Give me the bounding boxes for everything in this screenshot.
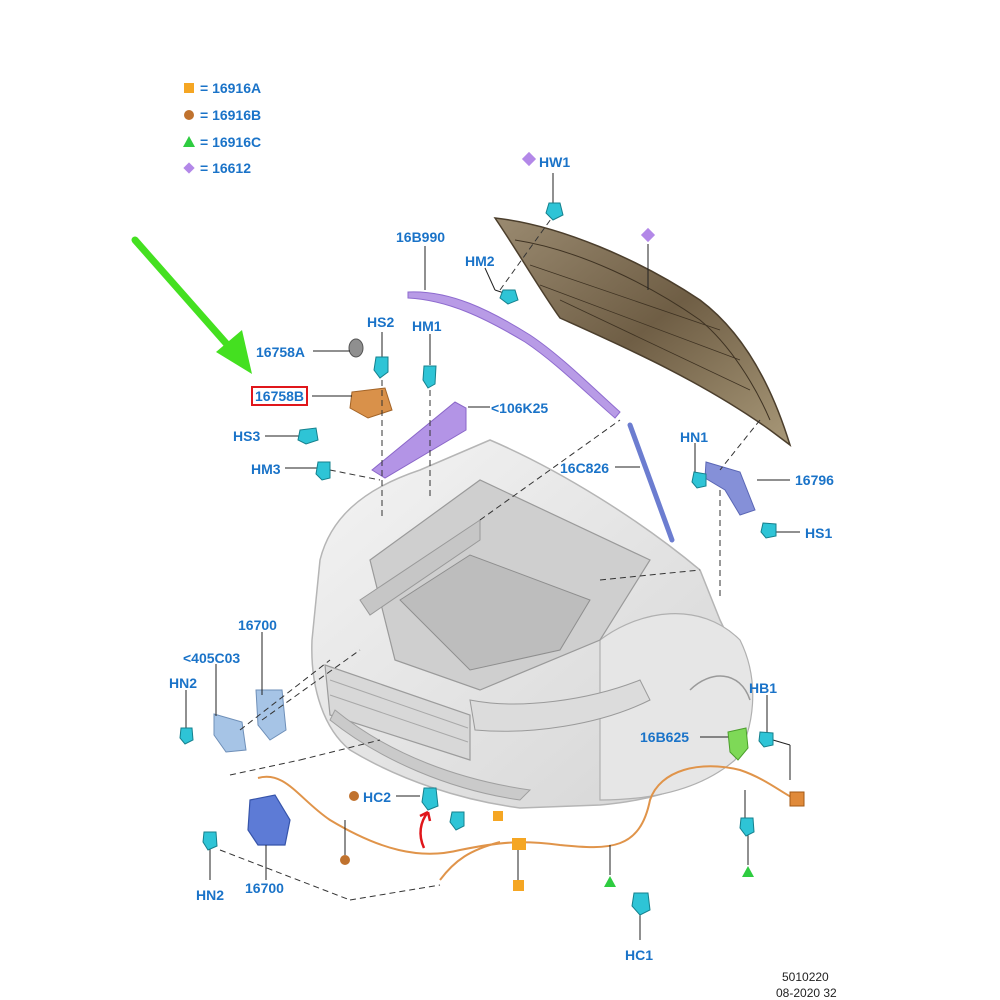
fastener-hn2-bottom [202, 831, 218, 851]
legend-item-16916c: = 16916C [182, 134, 261, 150]
marker-square-connector [512, 838, 526, 850]
legend-item-16916b: = 16916B [182, 107, 261, 123]
fastener-hw1 [545, 202, 564, 221]
callout-hn2-top: HN2 [169, 675, 198, 691]
legend-label: = 16612 [200, 160, 251, 176]
callout-hb1: HB1 [749, 680, 778, 696]
fastener-hc2 [421, 787, 439, 811]
callout-hs2: HS2 [367, 314, 395, 330]
diagram-markers [340, 151, 754, 891]
callout-hc1: HC1 [625, 947, 654, 963]
legend-label: = 16916C [200, 134, 262, 150]
circle-icon [182, 108, 196, 122]
solid-leader-lines [185, 173, 800, 940]
callout-16c826: 16C826 [560, 460, 610, 476]
diamond-icon [182, 161, 196, 175]
fastener-hm2 [499, 289, 519, 305]
marker-triangle-16916c [742, 866, 754, 877]
fastener-hn2-top [179, 727, 194, 745]
release-handle-16b625 [727, 727, 749, 761]
legend-item-16612: = 16612 [182, 160, 251, 176]
callout-405c03: <405C03 [183, 650, 241, 666]
callout-hs3: HS3 [233, 428, 261, 444]
hinge-16796 [704, 461, 756, 516]
fasteners [179, 202, 777, 916]
fastener-hm1 [422, 365, 437, 389]
callout-hm3: HM3 [251, 461, 281, 477]
marker-diamond-16612 [640, 227, 656, 243]
fastener-hb1 [758, 731, 774, 748]
latch-16700-bottom [247, 794, 291, 846]
callout-hm2: HM2 [465, 253, 495, 269]
square-icon [182, 81, 196, 95]
marker-diamond-16612 [521, 151, 537, 167]
hood-panel [493, 217, 792, 447]
fastener-lower-right [739, 817, 755, 837]
legend-label: = 16916A [200, 80, 262, 96]
fastener-hs3 [297, 427, 319, 445]
fastener-hn1 [691, 471, 707, 489]
diagram-date: 08-2020 32 [776, 986, 837, 1000]
part-16758a [348, 338, 364, 358]
marker-square-16916a [493, 811, 503, 821]
callout-hc2: HC2 [363, 789, 392, 805]
callout-hn1: HN1 [680, 429, 709, 445]
radiator-shield-106k25 [371, 401, 467, 479]
marker-circle-16916b [340, 855, 350, 865]
gas-strut-16c826 [627, 422, 675, 543]
part-16758b [349, 387, 393, 419]
diagram-code: 5010220 [782, 970, 829, 984]
bracket-16700-top [255, 689, 287, 741]
callout-16758b: 16758B [251, 386, 309, 406]
callout-16796: 16796 [795, 472, 834, 488]
green-pointer-arrow [131, 236, 252, 374]
callout-hs1: HS1 [805, 525, 833, 541]
release-cable [257, 765, 801, 855]
callout-16700-top: 16700 [238, 617, 277, 633]
hood-seal-16b990 [407, 291, 621, 419]
callout-16b625: 16B625 [640, 729, 690, 745]
callout-16758a: 16758A [256, 344, 306, 360]
callout-hw1: HW1 [539, 154, 571, 170]
fastener-hc1 [631, 892, 651, 916]
triangle-icon [182, 135, 196, 149]
cable-end-clip [789, 791, 805, 807]
legend-label: = 16916B [200, 107, 262, 123]
fastener-hm3 [315, 461, 331, 481]
fastener-near-hc2 [449, 811, 465, 831]
marker-triangle-16916c [604, 876, 616, 887]
marker-square-16916a [513, 880, 524, 891]
fastener-hs1 [760, 522, 777, 539]
callout-16700-bottom: 16700 [245, 880, 284, 896]
car-front-body [311, 439, 754, 809]
marker-circle-16916b [349, 791, 359, 801]
callout-16b990: 16B990 [396, 229, 446, 245]
fastener-hs2 [373, 356, 389, 379]
legend-item-16916a: = 16916A [182, 80, 261, 96]
callout-hn2-bottom: HN2 [196, 887, 225, 903]
release-cable-branch [439, 841, 501, 881]
callout-hm1: HM1 [412, 318, 442, 334]
callout-106k25: <106K25 [491, 400, 549, 416]
release-direction-arrow [419, 810, 432, 849]
bracket-405c03 [213, 713, 247, 753]
